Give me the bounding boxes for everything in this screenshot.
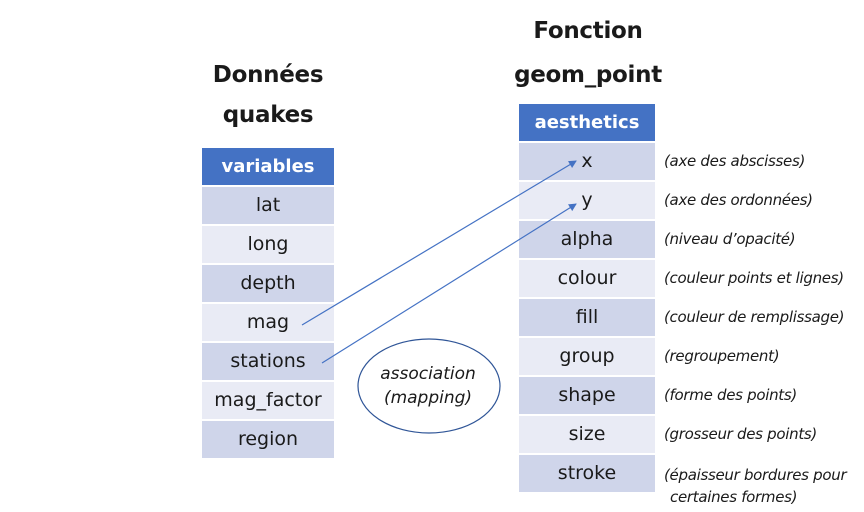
variable-row-mag-factor: mag_factor: [202, 382, 334, 421]
aesthetic-row-colour: colour: [519, 260, 655, 299]
mapping-label-line2: (mapping): [383, 388, 473, 408]
aesthetics-table: aesthetics x y alpha colour fill group s…: [519, 104, 655, 494]
function-title: Fonction geom_point: [500, 18, 676, 88]
function-title-line1: Fonction: [533, 18, 643, 44]
variable-row-long: long: [202, 226, 334, 265]
aesthetic-row-y: y: [519, 182, 655, 221]
desc-stroke-line1: (épaisseur bordures pour: [664, 466, 847, 484]
desc-fill: (couleur de remplissage): [664, 308, 845, 326]
desc-stroke: (épaisseur bordures pour certaines forme…: [664, 464, 847, 508]
variable-row-mag: mag: [202, 304, 334, 343]
variable-row-lat: lat: [202, 187, 334, 226]
aesthetic-row-size: size: [519, 416, 655, 455]
aesthetic-row-x: x: [519, 143, 655, 182]
aesthetic-row-fill: fill: [519, 299, 655, 338]
variables-header: variables: [202, 148, 334, 187]
desc-group: (regroupement): [664, 347, 780, 365]
desc-size: (grosseur des points): [664, 425, 817, 443]
desc-y: (axe des ordonnées): [664, 191, 813, 209]
desc-alpha: (niveau d’opacité): [664, 230, 796, 248]
mapping-label-line1: association: [380, 364, 476, 384]
desc-stroke-line2: certaines formes): [670, 488, 798, 506]
variables-table: variables lat long depth mag stations ma…: [202, 148, 334, 460]
aesthetic-row-group: group: [519, 338, 655, 377]
dataset-title: Données quakes: [190, 62, 346, 128]
aesthetic-row-alpha: alpha: [519, 221, 655, 260]
aesthetic-row-shape: shape: [519, 377, 655, 416]
desc-colour: (couleur points et lignes): [664, 269, 844, 287]
mapping-label: association (mapping): [358, 362, 498, 410]
aesthetics-header: aesthetics: [519, 104, 655, 143]
desc-x: (axe des abscisses): [664, 152, 806, 170]
function-title-line2: geom_point: [514, 62, 662, 88]
variable-row-depth: depth: [202, 265, 334, 304]
desc-shape: (forme des points): [664, 386, 797, 404]
aesthetic-row-stroke: stroke: [519, 455, 655, 494]
dataset-title-line2: quakes: [222, 102, 314, 128]
variable-row-region: region: [202, 421, 334, 460]
variable-row-stations: stations: [202, 343, 334, 382]
dataset-title-line1: Données: [212, 62, 324, 88]
